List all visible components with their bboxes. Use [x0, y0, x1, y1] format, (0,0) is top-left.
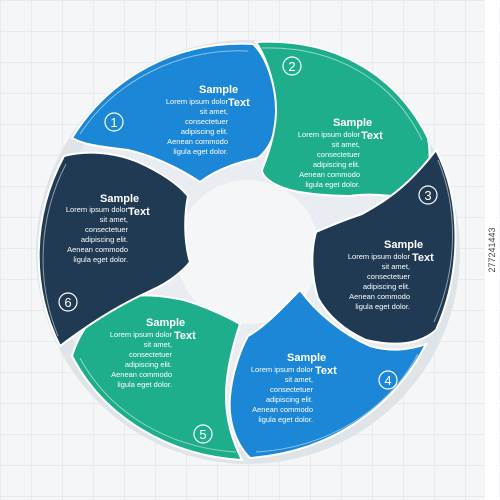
segment-2-title-line1: Sample	[333, 117, 372, 129]
segment-1: 1 Sample Text Lorem ipsum dolor sit amet…	[70, 42, 278, 184]
segment-1-body-line: Lorem ipsum dolor	[166, 97, 229, 106]
segment-3-body-line: adipiscing elit.	[363, 282, 410, 291]
segment-1-body-line: ligula eget dolor.	[173, 147, 228, 156]
segment-1-inner-line	[79, 50, 249, 135]
segment-2-body-line: ligula eget dolor.	[305, 180, 360, 189]
segment-4-body-line: consectetuer	[270, 385, 313, 394]
segment-3-inner-line	[433, 159, 453, 323]
segment-6: 6 Sample Text Lorem ipsum dolor sit amet…	[37, 151, 192, 348]
segment-2-body-line: Lorem ipsum dolor	[298, 130, 361, 139]
segment-3-number-badge	[418, 185, 438, 205]
segment-6-inner-line	[42, 163, 67, 337]
segment-1-number: 1	[110, 115, 117, 130]
segment-3-title-line1: Sample	[384, 239, 423, 251]
segment-1-body: Lorem ipsum dolor sit amet, consectetuer…	[166, 97, 229, 156]
segment-3-body-line: consectetuer	[367, 272, 410, 281]
segment-1-shape	[70, 42, 278, 184]
segment-5-number-badge	[193, 424, 213, 444]
segment-5-shape	[70, 294, 244, 462]
segment-6-number-badge	[58, 292, 78, 312]
segment-5-title-line1: Sample	[146, 317, 185, 329]
segment-4-inner-line	[255, 353, 419, 453]
segment-6-body: Lorem ipsum dolor sit amet, consectetuer…	[66, 205, 129, 264]
segment-6-body-line: ligula eget dolor.	[73, 255, 128, 264]
segment-3-title-line2: Text	[412, 252, 434, 264]
segment-5-body-line: Lorem ipsum dolor	[110, 330, 173, 339]
segment-4-title-line1: Sample	[287, 352, 326, 364]
segment-4-shape	[228, 288, 429, 460]
segment-5-body-line: consectetuer	[129, 350, 172, 359]
segment-3-body-line: ligula eget dolor.	[355, 302, 410, 311]
segment-5-title-line2: Text	[174, 330, 196, 342]
segment-4-number-badge	[378, 370, 398, 390]
segment-5-body-line: ligula eget dolor.	[117, 380, 172, 389]
segment-5-number: 5	[199, 427, 206, 442]
segment-1-title-line1: Sample	[199, 84, 238, 96]
segment-1-body-line: sit amet,	[200, 107, 228, 116]
segment-4-body-line: ligula eget dolor.	[258, 415, 313, 424]
segment-2-body-line: adipiscing elit.	[313, 160, 360, 169]
segment-4-body-line: adipiscing elit.	[266, 395, 313, 404]
stock-id-strip: 277241443	[485, 0, 499, 500]
segment-6-body-line: consectetuer	[85, 225, 128, 234]
segment-3: 3 Sample Text Lorem ipsum dolor sit amet…	[311, 148, 457, 345]
segment-5-body-line: Aenean commodo	[111, 370, 172, 379]
segment-4-body-line: Aenean commodo	[252, 405, 313, 414]
segment-4-number: 4	[384, 373, 391, 388]
segment-2-body-line: consectetuer	[317, 150, 360, 159]
segment-2-body: Lorem ipsum dolor sit amet, consectetuer…	[298, 130, 361, 189]
segment-6-title-line1: Sample	[100, 193, 139, 205]
segment-6-body-line: adipiscing elit.	[81, 235, 128, 244]
segment-3-number: 3	[424, 188, 431, 203]
segment-1-number-badge	[104, 112, 124, 132]
segment-1-title-line2: Text	[228, 97, 250, 109]
segment-6-body-line: Lorem ipsum dolor	[66, 205, 129, 214]
center-hole	[176, 180, 320, 324]
segment-4-body: Lorem ipsum dolor sit amet, consectetuer…	[251, 365, 314, 424]
segment-4-title-line2: Text	[315, 365, 337, 377]
segment-2-number: 2	[288, 59, 295, 74]
segment-5-body-line: sit amet,	[144, 340, 172, 349]
segment-2-shape	[254, 40, 431, 200]
segment-4: 4 Sample Text Lorem ipsum dolor sit amet…	[228, 288, 429, 460]
segment-6-title-line2: Text	[128, 206, 150, 218]
segment-2-inner-line	[261, 47, 423, 141]
segment-1-body-line: Aenean commodo	[167, 137, 228, 146]
segment-4-body-line: Lorem ipsum dolor	[251, 365, 314, 374]
segment-4-body-line: sit amet,	[285, 375, 313, 384]
segment-2-body-line: Aenean commodo	[299, 170, 360, 179]
segment-5-body-line: adipiscing elit.	[125, 360, 172, 369]
segment-1-body-line: adipiscing elit.	[181, 127, 228, 136]
segment-3-body-line: Aenean commodo	[349, 292, 410, 301]
segment-6-body-line: Aenean commodo	[67, 245, 128, 254]
segment-5: 5 Sample Text Lorem ipsum dolor sit amet…	[70, 294, 244, 462]
segment-3-body-line: Lorem ipsum dolor	[348, 252, 411, 261]
segment-2-number-badge	[282, 56, 302, 76]
segment-6-body-line: sit amet,	[100, 215, 128, 224]
segment-3-body: Lorem ipsum dolor sit amet, consectetuer…	[348, 252, 411, 311]
segment-2: 2 Sample Text Lorem ipsum dolor sit amet…	[254, 40, 431, 200]
segment-6-number: 6	[64, 295, 71, 310]
segment-3-body-line: sit amet,	[382, 262, 410, 271]
segment-2-body-line: sit amet,	[332, 140, 360, 149]
segment-1-body-line: consectetuer	[185, 117, 228, 126]
stock-id: 277241443	[487, 227, 497, 273]
segment-2-title-line2: Text	[361, 130, 383, 142]
segment-5-body: Lorem ipsum dolor sit amet, consectetuer…	[110, 330, 173, 389]
segment-5-inner-line	[79, 357, 237, 453]
